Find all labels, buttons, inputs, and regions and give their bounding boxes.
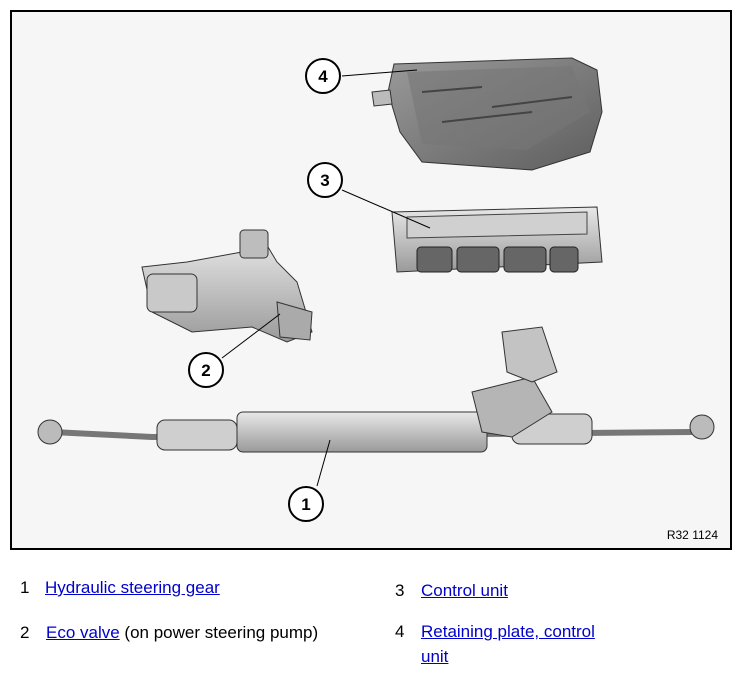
leader-lines	[221, 69, 431, 487]
retaining-plate-link[interactable]: Retaining plate, control	[421, 622, 595, 641]
legend-item-4: 4 Retaining plate, control unit	[395, 620, 715, 670]
callout-1: 1	[288, 486, 324, 522]
steering-gear-illustration	[37, 326, 715, 453]
legend-item-1: 1 Hydraulic steering gear	[20, 576, 360, 600]
callout-2: 2	[188, 352, 224, 388]
legend-item-3: 3 Control unit	[395, 579, 715, 603]
legend-item-2: 2 Eco valve (on power steering pump)	[20, 621, 380, 645]
callout-4: 4	[305, 58, 341, 94]
svg-text:4: 4	[318, 67, 328, 86]
legend-number: 4	[395, 622, 405, 641]
diagram-frame: 4 3 2 1 R32 1124	[10, 10, 732, 550]
legend-number: 1	[20, 578, 30, 597]
eco-valve-link[interactable]: Eco valve	[46, 623, 120, 642]
control-unit-illustration	[391, 206, 603, 273]
retaining-plate-link-line2[interactable]: unit	[421, 647, 449, 666]
control-unit-link[interactable]: Control unit	[421, 581, 508, 600]
legend-note: (on power steering pump)	[119, 623, 319, 642]
svg-text:1: 1	[301, 495, 310, 514]
hydraulic-steering-gear-link[interactable]: Hydraulic steering gear	[45, 578, 220, 597]
svg-text:3: 3	[320, 171, 329, 190]
svg-text:2: 2	[201, 361, 210, 380]
eco-valve-illustration	[141, 229, 313, 343]
retaining-plate-illustration	[371, 57, 603, 171]
parts-illustration: 4 3 2 1	[37, 57, 715, 522]
callout-3: 3	[307, 162, 343, 198]
figure-reference: R32 1124	[666, 528, 718, 542]
legend-number: 3	[395, 581, 405, 600]
legend-number: 2	[20, 623, 30, 642]
